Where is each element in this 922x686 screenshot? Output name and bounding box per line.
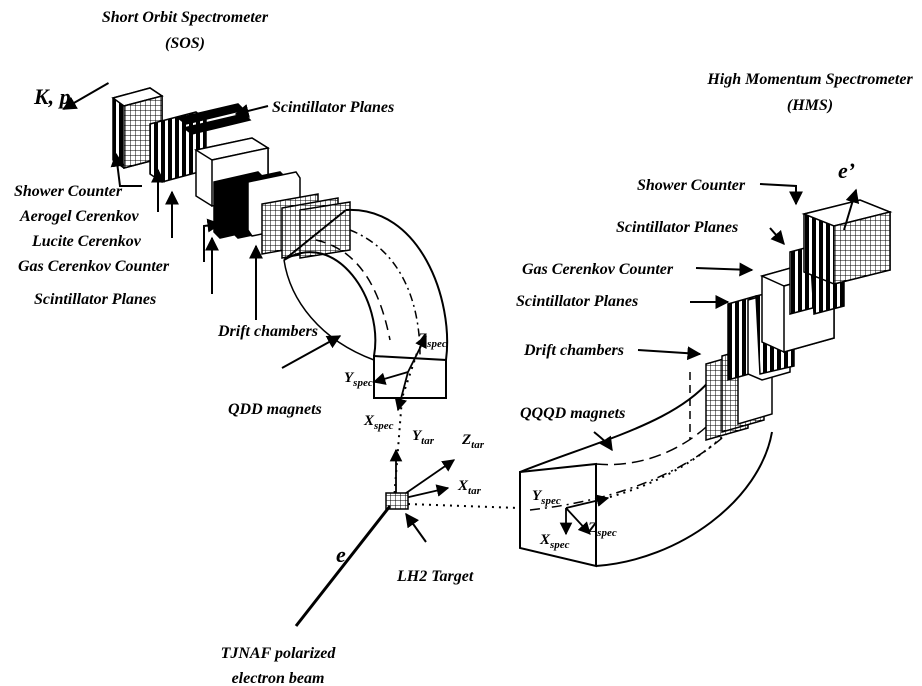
tar-z-label: Ztar [461,432,485,451]
sos-title-line1: Short Orbit Spectrometer [102,9,269,26]
target-axis-labels: Ytar Ztar Xtar [412,428,485,497]
beam-label-line1: TJNAF polarized [221,645,337,662]
sos-gas-label: Gas Cerenkov Counter [18,258,170,275]
target-label: LH2 Target [396,568,474,585]
sos-shower-label: Shower Counter [14,183,123,200]
tar-y-label: Ytar [412,428,435,447]
sos-magnets-label: QDD magnets [228,401,322,418]
sos-title-line2: (SOS) [165,35,205,52]
hms-title-line1: High Momentum Spectrometer [706,71,913,88]
target-pointer-arrow [406,514,426,542]
tar-x-label: Xtar [457,478,482,497]
sos-particles-label: K, p [33,84,71,109]
sos-y-label: Yspec [344,370,373,389]
sos-scint-top-label: Scintillator Planes [272,99,394,116]
sos-z-label: Zspec [417,331,447,350]
sos-scint-bottom-label: Scintillator Planes [34,291,156,308]
sos-scint-top-planes [178,104,250,134]
hms-scint-top-label: Scintillator Planes [616,219,738,236]
hms-gas-arrow [696,268,752,270]
beam-label-line2: electron beam [232,670,325,686]
hms-drift-label: Drift chambers [523,342,624,359]
hms-scint-bottom-label: Scintillator Planes [516,293,638,310]
sos-x-label: Xspec [363,413,394,432]
hms-shower-counter [804,200,890,284]
sos-lucite-label: Lucite Cerenkov [31,233,142,250]
hms-magnets-label: QQQD magnets [520,405,625,422]
hms-shower-label: Shower Counter [637,177,746,194]
sos-magnets-arrow [282,336,340,368]
electron-beam-line [296,506,390,626]
sos-title: Short Orbit Spectrometer (SOS) [102,9,269,52]
hms-detector-stack [706,200,890,440]
hms-title-line2: (HMS) [787,97,833,114]
hms-scint-top-arrow [770,228,784,244]
hms-gas-label: Gas Cerenkov Counter [522,261,674,278]
sos-aerogel-label: Aerogel Cerenkov [19,208,140,225]
hms-shower-arrow [760,184,796,204]
sos-drift-label: Drift chambers [217,323,318,340]
hms-magnets-arrow [594,432,612,450]
hms-particle-label: e’ [838,158,855,183]
hms-drift-arrow [638,350,700,354]
hms-title: High Momentum Spectrometer (HMS) [706,71,913,114]
